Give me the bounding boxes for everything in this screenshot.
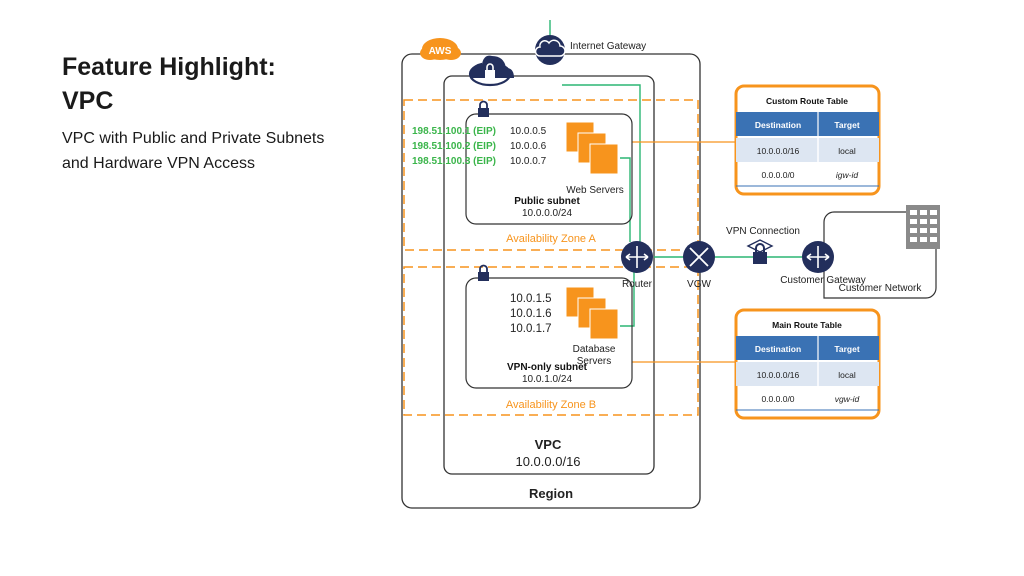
custom-table-header-destination: Destination [755, 120, 801, 130]
public-eip-2: 198.51.100.2 (EIP) [412, 141, 496, 152]
vpn-ip-1: 10.0.1.5 [510, 293, 552, 305]
availability-zone-a [403, 99, 699, 251]
vpn-subnet-cidr: 10.0.1.0/24 [522, 374, 572, 385]
main-route-table: Main Route Table Destination Target 10.0… [734, 308, 881, 420]
vpn-connection-label: VPN Connection [726, 226, 800, 237]
vpc-cloud-lock-icon [468, 55, 514, 87]
custom-route-table-title: Custom Route Table [766, 96, 848, 106]
slide-title-line2: VPC [62, 87, 114, 115]
router-icon [621, 241, 653, 273]
custom-table-row1-target: local [838, 146, 856, 156]
vpc-cidr: 10.0.0.0/16 [515, 454, 580, 469]
main-table-row1-destination: 10.0.0.0/16 [757, 370, 800, 380]
customer-gateway-icon [802, 241, 834, 273]
customer-server-icon [906, 205, 940, 249]
aws-cloud-icon: AWS [420, 38, 461, 60]
public-eip-3: 198.51.100.3 (EIP) [412, 156, 496, 167]
main-table-row2-target: vgw-id [835, 394, 860, 404]
public-subnet-label: Public subnet [514, 196, 580, 207]
vpn-connection-lock-icon [746, 239, 774, 264]
custom-table-header-target: Target [834, 120, 860, 130]
vpn-ip-3: 10.0.1.7 [510, 323, 552, 335]
main-table-row1-target: local [838, 370, 856, 380]
internet-gateway-label: Internet Gateway [570, 41, 646, 52]
custom-table-row2-destination: 0.0.0.0/0 [761, 170, 794, 180]
vgw-label: VGW [687, 279, 711, 290]
custom-table-row1-destination: 10.0.0.0/16 [757, 146, 800, 156]
vpn-subnet-box [465, 277, 633, 389]
zone-a-label: Availability Zone A [506, 233, 596, 245]
main-table-header-destination: Destination [755, 344, 801, 354]
vpn-subnet-lock-icon [478, 264, 489, 281]
public-eip-1: 198.51.100.1 (EIP) [412, 126, 496, 137]
database-servers-label-line1: Database [573, 344, 616, 355]
vpc-label: VPC [535, 437, 562, 452]
vgw-icon [683, 241, 715, 273]
vpn-subnet-label: VPN-only subnet [507, 362, 588, 373]
customer-gateway-label: Customer Gateway [780, 275, 866, 286]
web-servers-label: Web Servers [566, 185, 624, 196]
public-subnet-box [465, 113, 633, 225]
public-subnet-lock-icon [478, 100, 489, 117]
availability-zone-b [403, 266, 699, 416]
database-servers-label-line2: Servers [577, 356, 611, 367]
main-table-header-target: Target [834, 344, 860, 354]
vpc-box [443, 75, 655, 475]
main-table-row2-destination: 0.0.0.0/0 [761, 394, 794, 404]
region-label: Region [529, 486, 573, 501]
slide-title-line1: Feature Highlight: [62, 53, 276, 81]
internet-gateway-icon [534, 35, 566, 65]
public-ip-1: 10.0.0.5 [510, 126, 547, 137]
customer-network-label: Customer Network [839, 283, 923, 294]
slide-title: Feature Highlight: VPC [62, 50, 276, 118]
public-ip-2: 10.0.0.6 [510, 141, 547, 152]
slide-subtitle-line2: and Hardware VPN Access [62, 155, 255, 172]
web-servers-icon [565, 121, 619, 175]
zone-b-label: Availability Zone B [506, 399, 596, 411]
custom-route-table: Custom Route Table Destination Target 10… [734, 84, 881, 196]
main-route-table-title: Main Route Table [772, 320, 842, 330]
database-servers-icon [565, 286, 619, 340]
public-ip-3: 10.0.0.7 [510, 156, 547, 167]
vpn-ip-2: 10.0.1.6 [510, 308, 552, 320]
custom-table-row2-target: igw-id [836, 170, 858, 180]
router-label: Router [622, 279, 653, 290]
aws-badge-label: AWS [429, 46, 452, 57]
public-subnet-cidr: 10.0.0.0/24 [522, 208, 572, 219]
slide-subtitle: VPC with Public and Private Subnets and … [62, 126, 372, 176]
slide-subtitle-line1: VPC with Public and Private Subnets [62, 130, 325, 147]
